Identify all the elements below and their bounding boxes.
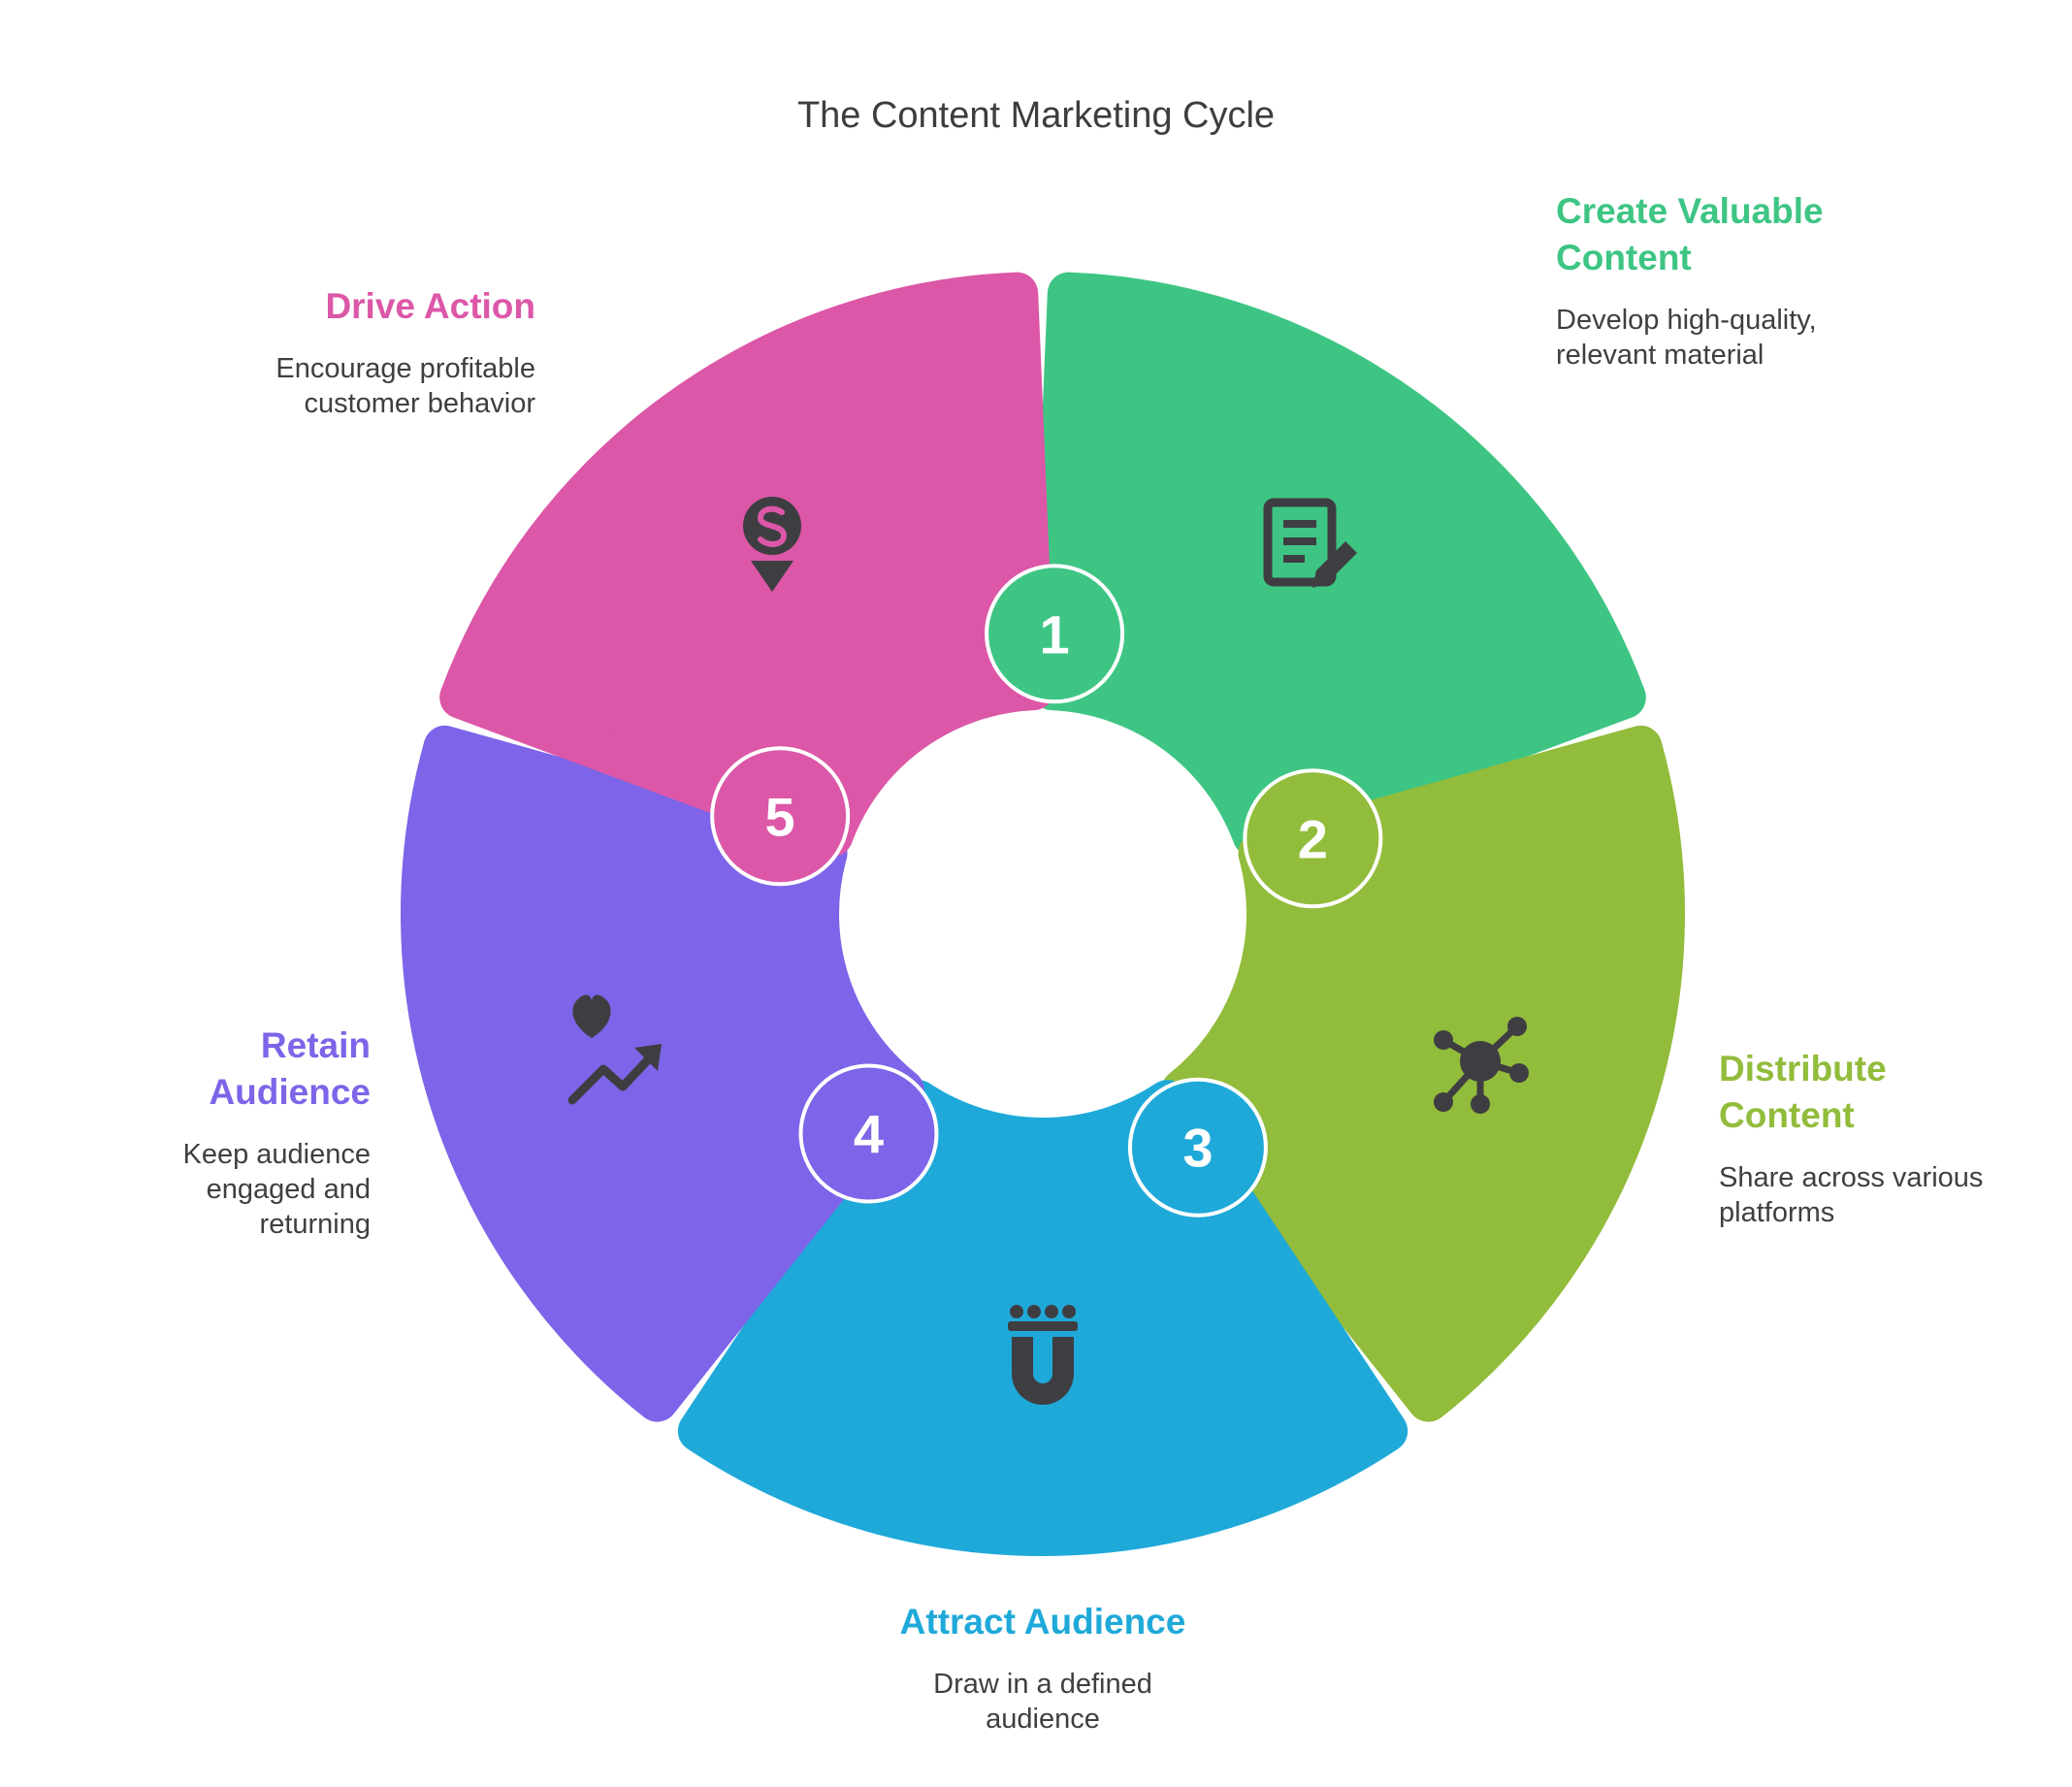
- heart-trend-icon: [567, 994, 662, 1105]
- step-5-number: 5: [765, 786, 795, 847]
- step-description: Share across various platforms: [1719, 1162, 1984, 1228]
- step-title: Drive Action: [325, 286, 535, 326]
- step-2-label: Distribute Content Share across various …: [1719, 1046, 2010, 1230]
- step-5-label: Drive Action Encourage profitable custom…: [225, 283, 535, 421]
- step-3-number: 3: [1182, 1118, 1213, 1179]
- page-title: The Content Marketing Cycle: [796, 95, 1276, 136]
- step-4-label: Retain Audience Keep audience engaged an…: [167, 1023, 372, 1242]
- segment-2: [1161, 725, 1685, 1422]
- step-description: Develop high-quality, relevant material: [1556, 305, 1817, 371]
- step-description: Encourage profitable customer behavior: [275, 353, 535, 419]
- step-title: Distribute Content: [1719, 1049, 1887, 1135]
- dollar-pin-icon: [743, 497, 801, 592]
- step-1-badge: [985, 564, 1125, 704]
- step-title: Attract Audience: [899, 1602, 1186, 1641]
- step-1-number: 1: [1040, 603, 1070, 665]
- network-hub-icon: [1434, 1017, 1529, 1114]
- document-edit-icon: [1263, 498, 1357, 588]
- step-2-badge: [1243, 768, 1383, 909]
- step-3-badge: [1127, 1077, 1268, 1218]
- step-1-label: Create Valuable Content Develop high-qua…: [1556, 188, 1847, 373]
- segment-5: [439, 272, 1055, 858]
- step-2-number: 2: [1298, 808, 1328, 869]
- segment-4: [401, 725, 924, 1422]
- step-5-badge: [710, 746, 851, 887]
- step-description: Keep audience engaged and returning: [182, 1139, 372, 1240]
- step-title: Create Valuable Content: [1556, 191, 1824, 277]
- step-3-label: Attract Audience Draw in a defined audie…: [897, 1599, 1188, 1737]
- step-4-number: 4: [854, 1103, 884, 1164]
- step-4-badge: [798, 1063, 939, 1204]
- step-title: Retain Audience: [209, 1025, 371, 1112]
- people-magnet-icon: [1008, 1305, 1078, 1405]
- step-description: Draw in a defined audience: [933, 1669, 1152, 1735]
